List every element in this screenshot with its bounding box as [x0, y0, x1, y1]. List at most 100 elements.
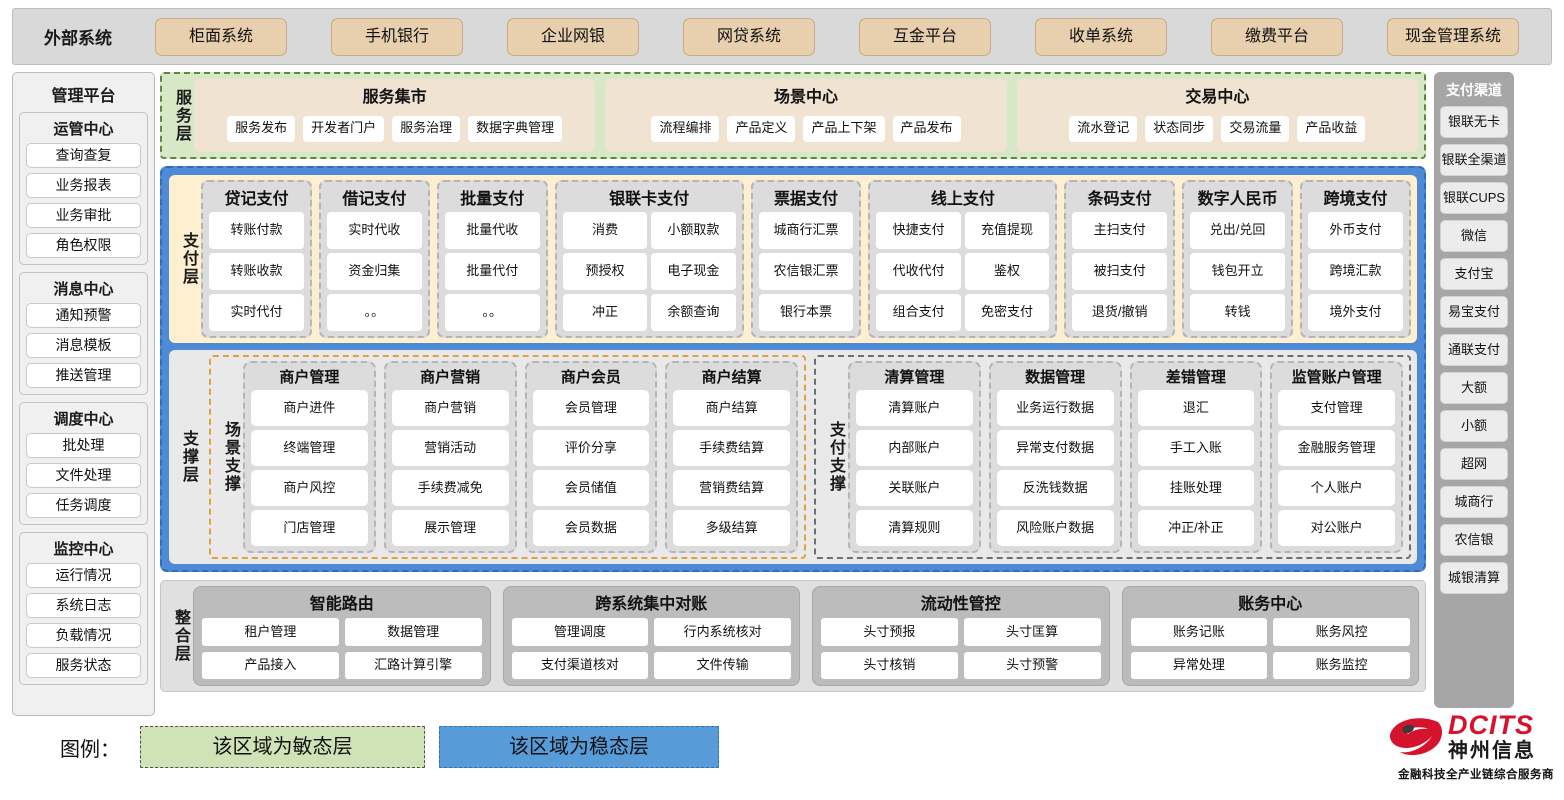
external-system-item[interactable]: 柜面系统: [155, 17, 287, 56]
admin-item[interactable]: 业务审批: [26, 203, 141, 228]
payment-channel-item[interactable]: 农信银: [1440, 524, 1508, 556]
service-item[interactable]: 交易流量: [1221, 115, 1290, 142]
payment-channel-item[interactable]: 支付宝: [1440, 258, 1508, 290]
integration-item[interactable]: 管理调度: [511, 618, 649, 646]
support-item[interactable]: 支付管理: [1278, 390, 1395, 426]
payment-item[interactable]: 组合支付: [876, 294, 961, 331]
support-item[interactable]: 业务运行数据: [996, 390, 1114, 426]
support-item[interactable]: 门店管理: [251, 510, 368, 546]
payment-item[interactable]: 转账付款: [209, 212, 304, 249]
support-item[interactable]: 营销活动: [391, 430, 509, 466]
support-item[interactable]: 会员管理: [532, 390, 650, 426]
payment-channel-item[interactable]: 微信: [1440, 220, 1508, 252]
service-item[interactable]: 服务治理: [392, 115, 461, 142]
payment-channel-item[interactable]: 大额: [1440, 372, 1508, 404]
service-item[interactable]: 数据字典管理: [468, 115, 563, 142]
support-item[interactable]: 商户结算: [673, 390, 790, 426]
external-system-item[interactable]: 网贷系统: [683, 17, 815, 56]
integration-item[interactable]: 异常处理: [1130, 651, 1268, 679]
support-item[interactable]: 展示管理: [391, 510, 509, 546]
support-item[interactable]: 冲正/补正: [1137, 510, 1255, 546]
payment-item[interactable]: 快捷支付: [876, 212, 961, 249]
payment-item[interactable]: 冲正: [562, 294, 648, 331]
payment-item[interactable]: 银行本票: [758, 294, 854, 331]
admin-item[interactable]: 负载情况: [26, 623, 141, 648]
integration-item[interactable]: 数据管理: [344, 618, 482, 646]
payment-item[interactable]: 预授权: [562, 253, 648, 290]
payment-item[interactable]: 。。: [326, 294, 422, 331]
service-item[interactable]: 产品发布: [892, 115, 961, 142]
support-item[interactable]: 风险账户数据: [996, 510, 1114, 546]
payment-item[interactable]: 转账收款: [209, 253, 304, 290]
service-item[interactable]: 产品定义: [727, 115, 796, 142]
integration-item[interactable]: 账务记账: [1130, 618, 1268, 646]
payment-item[interactable]: 鉴权: [964, 253, 1050, 290]
payment-item[interactable]: 实时代收: [326, 212, 422, 249]
support-item[interactable]: 手续费结算: [673, 430, 790, 466]
payment-item[interactable]: 境外支付: [1308, 294, 1403, 331]
integration-item[interactable]: 头寸预报: [821, 618, 958, 646]
admin-item[interactable]: 服务状态: [26, 653, 141, 678]
payment-channel-item[interactable]: 易宝支付: [1440, 296, 1508, 328]
support-item[interactable]: 挂账处理: [1137, 470, 1255, 506]
support-item[interactable]: 金融服务管理: [1278, 430, 1395, 466]
payment-channel-item[interactable]: 通联支付: [1440, 334, 1508, 366]
payment-channel-item[interactable]: 小额: [1440, 410, 1508, 442]
payment-item[interactable]: 主扫支付: [1072, 212, 1168, 249]
support-item[interactable]: 个人账户: [1278, 470, 1395, 506]
support-item[interactable]: 会员数据: [532, 510, 650, 546]
admin-item[interactable]: 系统日志: [26, 593, 141, 618]
support-item[interactable]: 内部账户: [856, 430, 973, 466]
integration-item[interactable]: 行内系统核对: [654, 618, 791, 646]
external-system-item[interactable]: 缴费平台: [1211, 17, 1343, 56]
integration-item[interactable]: 账务监控: [1273, 651, 1410, 679]
service-item[interactable]: 服务发布: [227, 115, 296, 142]
support-item[interactable]: 反洗钱数据: [996, 470, 1114, 506]
support-item[interactable]: 评价分享: [532, 430, 650, 466]
support-item[interactable]: 商户风控: [251, 470, 368, 506]
payment-channel-item[interactable]: 银联CUPS: [1440, 182, 1508, 214]
admin-item[interactable]: 消息模板: [26, 333, 141, 358]
payment-item[interactable]: 兑出/兑回: [1190, 212, 1286, 249]
payment-item[interactable]: 批量代收: [444, 212, 540, 249]
payment-item[interactable]: 。。: [444, 294, 540, 331]
integration-item[interactable]: 支付渠道核对: [511, 651, 649, 679]
integration-item[interactable]: 头寸匡算: [963, 618, 1101, 646]
service-item[interactable]: 流程编排: [651, 115, 720, 142]
admin-item[interactable]: 业务报表: [26, 173, 141, 198]
payment-item[interactable]: 转钱: [1190, 294, 1286, 331]
external-system-item[interactable]: 收单系统: [1035, 17, 1167, 56]
integration-item[interactable]: 租户管理: [202, 618, 339, 646]
admin-item[interactable]: 批处理: [26, 433, 141, 458]
admin-item[interactable]: 角色权限: [26, 233, 141, 258]
payment-channel-item[interactable]: 城商行: [1440, 486, 1508, 518]
service-item[interactable]: 开发者门户: [303, 115, 385, 142]
payment-item[interactable]: 消费: [562, 212, 648, 249]
payment-channel-item[interactable]: 城银清算: [1440, 562, 1508, 594]
payment-item[interactable]: 免密支付: [964, 294, 1050, 331]
external-system-item[interactable]: 互金平台: [859, 17, 991, 56]
admin-item[interactable]: 文件处理: [26, 463, 141, 488]
integration-item[interactable]: 头寸预警: [963, 651, 1101, 679]
support-item[interactable]: 清算账户: [856, 390, 973, 426]
integration-item[interactable]: 汇路计算引擎: [344, 651, 482, 679]
service-item[interactable]: 产品收益: [1297, 115, 1366, 142]
payment-item[interactable]: 外币支付: [1308, 212, 1403, 249]
payment-channel-item[interactable]: 银联全渠道: [1440, 144, 1508, 176]
external-system-item[interactable]: 企业网银: [507, 17, 639, 56]
payment-item[interactable]: 退货/撤销: [1072, 294, 1168, 331]
support-item[interactable]: 异常支付数据: [996, 430, 1114, 466]
payment-item[interactable]: 实时代付: [209, 294, 304, 331]
payment-item[interactable]: 余额查询: [651, 294, 736, 331]
support-item[interactable]: 商户营销: [391, 390, 509, 426]
payment-item[interactable]: 被扫支付: [1072, 253, 1168, 290]
payment-item[interactable]: 代收代付: [876, 253, 961, 290]
support-item[interactable]: 终端管理: [251, 430, 368, 466]
payment-item[interactable]: 跨境汇款: [1308, 253, 1403, 290]
payment-item[interactable]: 城商行汇票: [758, 212, 854, 249]
integration-item[interactable]: 账务风控: [1273, 618, 1410, 646]
admin-item[interactable]: 通知预警: [26, 303, 141, 328]
payment-item[interactable]: 农信银汇票: [758, 253, 854, 290]
payment-item[interactable]: 资金归集: [326, 253, 422, 290]
support-item[interactable]: 多级结算: [673, 510, 790, 546]
